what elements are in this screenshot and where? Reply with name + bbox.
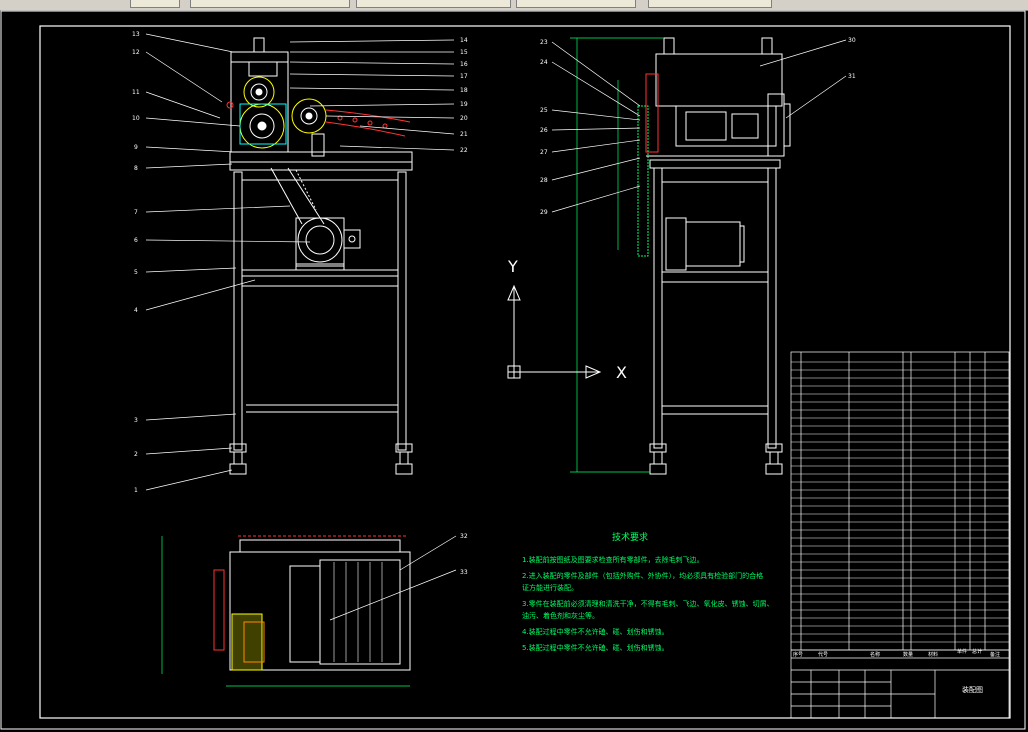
part-label: 6 (134, 237, 138, 244)
part-label: 27 (540, 149, 548, 156)
cad-drawing-area[interactable]: 13 12 11 10 9 8 7 6 5 4 3 2 1 14 15 16 1… (0, 10, 1028, 732)
part-label: 13 (132, 31, 140, 38)
part-label: 7 (134, 209, 138, 216)
tech-line: 4.装配过程中零件不允许磕、碰、划伤和锈蚀。 (522, 627, 669, 636)
tech-title: 技术要求 (612, 531, 648, 543)
top-view (161, 535, 457, 687)
toolbar-icon-group[interactable] (130, 0, 180, 8)
part-label: 5 (134, 269, 138, 276)
part-label: 18 (460, 87, 468, 94)
toolbar-layer-field[interactable] (190, 0, 350, 8)
ucs-axis-icon (507, 284, 602, 379)
toolbar-lineweight-field[interactable] (648, 0, 772, 8)
y-axis-label: Y (507, 257, 518, 276)
tech-line: 1.装配前按图纸及图要求检查所有零部件，去除毛刺飞边。 (522, 555, 704, 564)
technical-requirements: 技术要求 1.装配前按图纸及图要求检查所有零部件，去除毛刺飞边。 2.进入装配的… (522, 531, 774, 652)
tech-line: 证方能进行装配。 (522, 583, 578, 592)
part-label: 11 (132, 89, 140, 96)
tech-line: 2.进入装配的零件及部件（包括外购件、外协件），均必须具有检验部门的合格 (522, 571, 763, 580)
tech-line: 5.装配过程中零件不允许磕、碰、划伤和锈蚀。 (522, 643, 669, 652)
toolbar-color-field[interactable] (356, 0, 511, 8)
part-label: 32 (460, 533, 468, 540)
part-label: 23 (540, 39, 548, 46)
header-cell: 代号 (818, 651, 828, 658)
part-label: 26 (540, 127, 548, 134)
side-view (551, 37, 847, 475)
part-label: 16 (460, 61, 468, 68)
part-label: 29 (540, 209, 548, 216)
part-label: 21 (460, 131, 468, 138)
part-label: 28 (540, 177, 548, 184)
part-label: 4 (134, 307, 138, 314)
x-axis-label: X (616, 363, 627, 382)
front-view (145, 33, 455, 491)
parts-list-header: 序号 代号 名称 数量 材料 单件 总计 备注 装配图 (793, 648, 1000, 694)
header-cell: 数量 (903, 651, 913, 658)
part-label: 15 (460, 49, 468, 56)
part-label: 19 (460, 101, 468, 108)
header-cell: 单件 (957, 648, 967, 655)
part-label: 33 (460, 569, 468, 576)
part-label: 25 (540, 107, 548, 114)
part-label: 3 (134, 417, 138, 424)
parts-list-table (790, 351, 1010, 719)
part-label: 8 (134, 165, 138, 172)
tech-line: 油污、着色剂和灰尘等。 (522, 611, 599, 620)
header-cell: 名称 (870, 651, 880, 658)
top-view-labels: 32 33 (460, 533, 468, 576)
part-label: 10 (132, 115, 140, 122)
drawing-name: 装配图 (962, 685, 983, 694)
part-label: 14 (460, 37, 468, 44)
header-cell: 总计 (972, 648, 982, 655)
part-label: 2 (134, 451, 138, 458)
tech-line: 3.零件在装配前必须清理和清洗干净，不得有毛刺、飞边、氧化皮、锈蚀、切屑、 (522, 599, 774, 608)
part-label: 31 (848, 73, 856, 80)
part-label: 9 (134, 144, 138, 151)
header-cell: 备注 (990, 651, 1000, 658)
part-label: 24 (540, 59, 548, 66)
toolbar-linetype-field[interactable] (516, 0, 636, 8)
side-view-labels: 23 24 25 26 27 28 29 30 31 (540, 37, 856, 216)
part-label: 12 (132, 49, 140, 56)
part-label: 20 (460, 115, 468, 122)
parts-list-rows (791, 361, 1009, 651)
header-cell: 材料 (928, 651, 938, 658)
front-view-labels: 13 12 11 10 9 8 7 6 5 4 3 2 1 14 15 16 1… (132, 31, 468, 494)
sheet-outer-border (0, 10, 1026, 730)
part-label: 30 (848, 37, 856, 44)
sheet-frame (39, 25, 1011, 719)
part-label: 22 (460, 147, 468, 154)
part-label: 1 (134, 487, 138, 494)
header-cell: 序号 (793, 651, 803, 658)
part-label: 17 (460, 73, 468, 80)
